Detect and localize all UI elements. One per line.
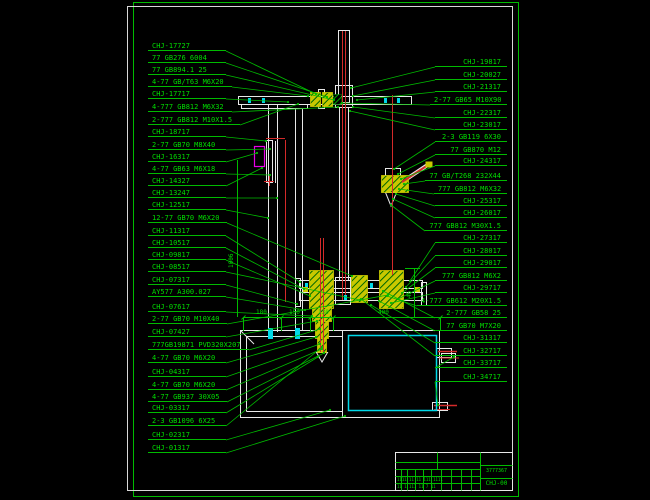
callout-label: CHJ-07617 [148,303,226,312]
callout-label: CHJ-17717 [148,90,226,99]
callout-label: CHJ-18717 [148,128,226,137]
callout-label: CHJ-03317 [148,404,226,413]
callout-label: 777 GB812 M6X2 [435,272,507,281]
callout-label: CHJ-25317 [435,197,507,206]
title-block-row: 11 1 111 11 7 11 [397,484,436,489]
drawing-border-outer [133,2,519,497]
callout-label: 4-77 GB70 M6X20 [148,381,226,390]
callout-label: CHJ-29717 [435,284,507,293]
callout-label: CHJ-11317 [148,227,226,236]
callout-label: 2-777 GB812 M10X1.5 [148,116,240,125]
section-hatch-parts [309,92,409,353]
callout-label: 12-77 GB70 M6X20 [148,214,227,223]
callout-label: 2-77 GB65 M10X90 [430,96,507,105]
leader-lines [225,50,456,454]
callout-label: CHJ-08517 [148,263,226,272]
callout-label: 2-3 GB1096 6X25 [148,417,226,426]
callout-label: CHJ-32717 [435,347,507,356]
callout-label: CHJ-16317 [148,153,226,162]
callout-label: 4-777 GB812 M6X32 [148,103,232,112]
callout-label: 777GB19871 PVD320X207 [148,341,249,350]
callout-label: CHJ-22317 [435,109,507,118]
callout-label: CHJ-19817 [435,58,507,67]
title-block-row: 1111 11 11 111 1111 [397,477,443,482]
callout-label: 2-3 GB119 6X30 [435,133,507,142]
callout-label: CHJ-02317 [148,431,226,440]
callout-label: CHJ-14327 [148,177,226,186]
callout-label: CHJ-31317 [435,334,507,343]
callout-label: 2-77 GB70 M10X40 [148,315,227,324]
callout-label: CHJ-33717 [435,359,507,368]
side-dimension-label: 45 [406,290,413,298]
callout-label: 77 GB894.1 25 [148,66,226,75]
drawing-border-inner [127,6,513,491]
callout-label: CHJ-23017 [435,121,507,130]
callout-label: 77 GB/T268 232X44 [425,172,507,181]
height-dimension-label: 1006 [228,253,235,268]
callout-label: CHJ-27317 [435,234,507,243]
callout-label: 77 GB276 6004 [148,54,226,63]
width-dimension-label: 130 [318,309,329,316]
callout-label: CHJ-12517 [148,201,226,210]
callout-label: CHJ-07427 [148,328,226,337]
callout-label: 4-777 GB612 M20X1.5 [417,297,507,306]
callout-label: 77 GB70 M7X20 [435,322,507,331]
title-block-drawing-number: CHJ-00 [485,480,508,487]
callout-label: CHJ-24317 [435,157,507,166]
width-dimension-label: 150 [289,309,300,316]
width-dimension-label: 400 [378,309,389,316]
callout-label: CHJ-28017 [435,247,507,256]
callout-label: 777 GB812 M6X32 [434,185,507,194]
callout-label: CHJ-09817 [148,251,226,260]
callout-label: CHJ-26017 [435,209,507,218]
dimension-lines [237,160,443,331]
callout-label: 77 GB870 M12 [435,146,507,155]
tank-right-section [347,334,438,412]
callout-label: CHJ-13247 [148,189,226,198]
title-block-grid [395,452,513,491]
width-dimension-label: 180 [256,309,267,316]
callout-label: AY577 A300.027 [148,288,226,297]
callout-label: CHJ-20027 [435,71,507,80]
callout-label: CHJ-04317 [148,368,226,377]
callout-label: CHJ-07317 [148,276,226,285]
callout-label: CHJ-21317 [435,83,507,92]
callout-label: 2-777 GB58 25 [435,309,507,318]
callout-label: CHJ-34717 [435,373,507,382]
title-block-drawing-title: 3777367 [485,468,508,474]
callout-label: 4-77 GB63 M6X18 [148,165,226,174]
callout-label: 777 GB812 M30X1.5 [425,222,507,231]
callout-label: CHJ-01317 [148,444,226,453]
magenta-bracket [253,145,266,168]
callout-label: CHJ-17727 [148,42,226,51]
callout-label: CHJ-10517 [148,239,226,248]
callout-label: 4-77 GB937 30X05 [148,393,227,402]
callout-label: 2-77 GB70 M8X40 [148,141,226,150]
callout-label: 4-77 GB70 M6X20 [148,354,226,363]
callout-label: CHJ-29017 [435,259,507,268]
callout-label: 4-77 GB/T63 M6X20 [148,78,232,87]
centerlines-red [264,31,459,410]
